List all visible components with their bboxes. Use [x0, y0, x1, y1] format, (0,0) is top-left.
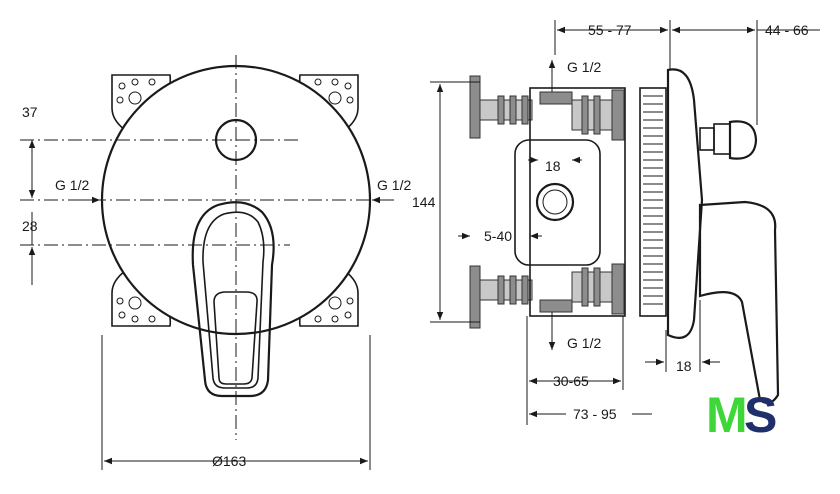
cover-plate-side — [666, 68, 704, 339]
outlet-top-label: G 1/2 — [567, 59, 601, 75]
inlet-pipe-lower — [469, 265, 533, 329]
brand-logo: M S — [706, 387, 777, 443]
inlet-pipe-upper — [469, 75, 533, 139]
dim-37-label: 37 — [22, 104, 38, 120]
dim-55-77-label: 55 - 77 — [588, 22, 632, 38]
dim-30-65-label: 30-65 — [553, 373, 589, 389]
logo-letter-m: M — [706, 387, 748, 443]
side-view: 55 - 77 44 - 66 G 1/2 — [412, 20, 820, 425]
dim-73-95-label: 73 - 95 — [573, 406, 617, 422]
dim-18-outer-label: 18 — [676, 358, 692, 374]
mixer-lever-side — [698, 200, 780, 405]
inlet-right-label: G 1/2 — [377, 177, 411, 193]
dim-144-label: 144 — [412, 194, 436, 210]
valve-body — [514, 87, 626, 317]
diameter-label: Ø163 — [212, 453, 246, 469]
logo-letter-s: S — [744, 387, 777, 443]
dim-5-40-label: 5-40 — [484, 228, 512, 244]
diverter-knob-side — [699, 120, 758, 160]
inlet-left-label: G 1/2 — [55, 177, 89, 193]
front-view: 37 28 G 1/2 G 1/2 Ø163 — [20, 55, 411, 470]
mixer-lever — [191, 201, 275, 398]
dim-28-label: 28 — [22, 218, 38, 234]
dim-18-inner-label: 18 — [545, 158, 561, 174]
dim-44-66-label: 44 - 66 — [765, 22, 809, 38]
threaded-sleeve — [639, 87, 667, 317]
outlet-bottom-label: G 1/2 — [567, 335, 601, 351]
